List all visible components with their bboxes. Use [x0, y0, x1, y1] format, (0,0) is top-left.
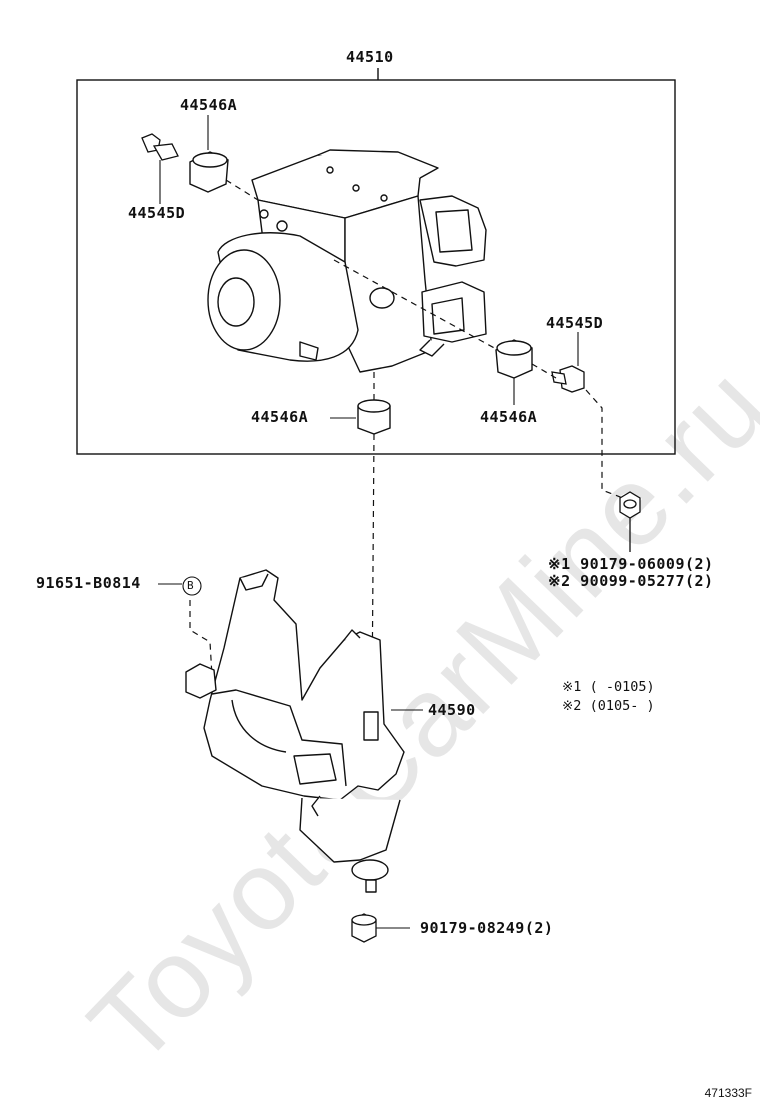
label-nut-line2: ※2 90099-05277(2)	[548, 572, 714, 590]
clamp-marker-circle	[182, 576, 202, 596]
note-line1: ※1 ( -0105)	[562, 679, 655, 695]
label-plug-bottom: 44546A	[251, 408, 309, 426]
leader-lines	[158, 115, 579, 929]
clamp-marker-letter: B	[187, 579, 194, 592]
label-bolt-right: 44545D	[546, 314, 604, 332]
plug-44546a	[189, 151, 533, 435]
bottom-nut	[351, 913, 377, 943]
bolt-44545d	[141, 133, 585, 393]
nut-right	[619, 491, 641, 552]
actuator-body	[207, 149, 487, 373]
label-plug-right: 44546A	[480, 408, 538, 426]
label-bracket-44590: 44590	[428, 701, 476, 719]
label-bolt-top: 44545D	[128, 204, 186, 222]
assembly-frame	[76, 68, 676, 455]
label-bottom-nut: 90179-08249(2)	[420, 919, 554, 937]
note-line2: ※2 (0105- )	[562, 698, 655, 714]
label-assembly-44510: 44510	[346, 48, 394, 66]
figure-ref: 471333F	[704, 1086, 752, 1100]
label-plug-top: 44546A	[180, 96, 238, 114]
bracket-44590	[185, 569, 405, 893]
label-nut-line1: ※1 90179-06009(2)	[548, 555, 714, 573]
label-clamp-bolt: 91651-B0814	[36, 574, 141, 592]
